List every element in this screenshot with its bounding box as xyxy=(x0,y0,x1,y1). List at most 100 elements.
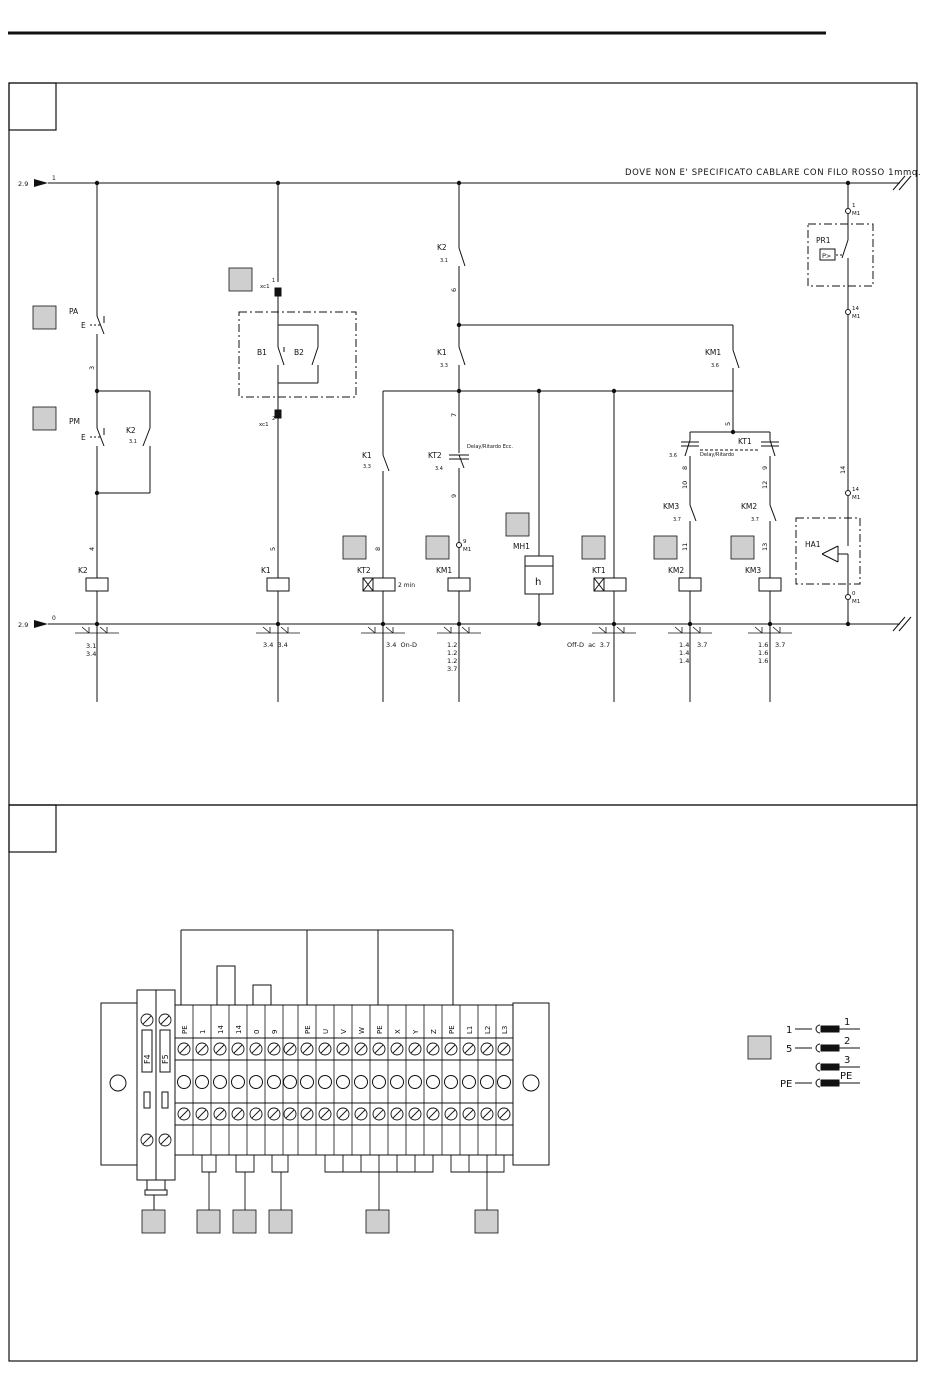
svg-text:U: U xyxy=(322,1029,330,1034)
label-pressure: P> xyxy=(822,252,831,260)
label-k2-km1: K2 xyxy=(437,243,447,252)
label-k2-km1-ref: 3.1 xyxy=(440,258,448,264)
svg-text:9: 9 xyxy=(271,1030,279,1034)
label-m1c: M1 xyxy=(852,495,860,501)
marker-box xyxy=(365,1209,390,1234)
marker-box xyxy=(581,535,606,560)
svg-text:Z: Z xyxy=(430,1029,438,1034)
fuse-f5: F5 xyxy=(161,1054,170,1064)
fuse-f4: F4 xyxy=(143,1054,152,1064)
label-m1d: M1 xyxy=(852,599,860,605)
wire-5: 5 xyxy=(269,547,277,551)
label-t1: 1 xyxy=(852,203,856,209)
label-kt2-contact: KT2 xyxy=(428,451,442,460)
marker-box xyxy=(653,535,678,560)
contact-refs-k1: 3.4 3.4 xyxy=(263,641,288,649)
schematic-frame xyxy=(8,82,918,806)
label-kt1-contact: KT1 xyxy=(738,437,752,446)
label-k1-km1-ref: 3.3 xyxy=(440,363,448,369)
terminal-frame xyxy=(8,804,918,1362)
marker-box xyxy=(32,305,57,330)
label-pa: PA xyxy=(69,307,79,316)
label-k2-contact-ref: 3.1 xyxy=(129,439,137,445)
svg-text:2: 2 xyxy=(844,1036,850,1047)
branch-k2 xyxy=(85,183,151,702)
branch-km1 xyxy=(447,183,733,702)
label-ha1: HA1 xyxy=(805,540,821,549)
wire-14: 14 xyxy=(839,466,847,474)
bus-bottom-wire: 0 xyxy=(52,615,56,622)
terminal-wire-holes xyxy=(177,1075,511,1089)
svg-text:PE: PE xyxy=(840,1071,852,1082)
svg-text:L1: L1 xyxy=(466,1026,474,1034)
svg-text:L2: L2 xyxy=(484,1026,492,1034)
bus-bottom-ref: 2.9 xyxy=(18,621,28,629)
svg-text:14: 14 xyxy=(217,1025,225,1034)
label-xc1-1: xc1 xyxy=(260,284,270,290)
svg-text:PE: PE xyxy=(780,1079,792,1090)
coil-k1-label: K1 xyxy=(261,566,271,575)
marker-box xyxy=(474,1209,499,1234)
svg-text:1.2: 1.2 xyxy=(447,641,457,649)
bus-arrow-bottom xyxy=(34,620,48,628)
marker-box xyxy=(747,1035,772,1060)
branch-ha1 xyxy=(795,183,874,624)
bus-contact-symbols xyxy=(75,626,792,634)
label-pm-e: E xyxy=(81,433,86,442)
label-km3-contact: KM3 xyxy=(663,502,679,511)
label-km1-contact-ref: 3.6 xyxy=(711,363,719,369)
svg-text:PE: PE xyxy=(448,1025,456,1034)
label-b1: B1 xyxy=(257,348,267,357)
contact-refs-km1: 1.2 1.2 1.2 3.7 xyxy=(447,641,457,673)
branch-kt1 xyxy=(593,391,627,702)
wire-5-km: 5 xyxy=(724,422,732,426)
svg-text:1: 1 xyxy=(199,1030,207,1034)
svg-text:3.4: 3.4 xyxy=(86,650,96,658)
label-b2: B2 xyxy=(294,348,304,357)
svg-text:1.4: 1.4 xyxy=(679,657,689,665)
svg-text:3.7: 3.7 xyxy=(447,665,457,673)
branch-kt2 xyxy=(362,390,459,702)
terminal-m1-1 xyxy=(845,208,851,214)
contact-refs-km3: 1.6 1.6 1.6 3.7 xyxy=(758,641,785,665)
marker-box xyxy=(505,512,530,537)
wire-13: 13 xyxy=(761,543,769,551)
terminal-m1-0 xyxy=(845,594,851,600)
wire-9: 9 xyxy=(450,494,458,498)
svg-text:1.6: 1.6 xyxy=(758,657,768,665)
svg-text:1.6: 1.6 xyxy=(758,641,768,649)
svg-text:5: 5 xyxy=(786,1044,792,1055)
label-km2-contact: KM2 xyxy=(741,502,757,511)
label-delay-ecc: Delay/Ritardo Ecc. xyxy=(467,444,513,450)
schematic-tab xyxy=(8,82,57,131)
connector-left-labels: 1 5 PE xyxy=(780,1025,792,1090)
marker-box xyxy=(228,267,253,292)
label-t14a: 14 xyxy=(852,306,859,312)
connector-right-labels: 1 2 3 PE xyxy=(840,1017,852,1082)
top-bus xyxy=(48,175,912,191)
label-k1-kt2: K1 xyxy=(362,451,372,460)
svg-text:PE: PE xyxy=(181,1025,189,1034)
wiring-note: DOVE NON E' SPECIFICATO CABLARE CON FILO… xyxy=(625,168,921,178)
marker-box xyxy=(141,1209,166,1234)
label-kt2-contact-ref: 3.4 xyxy=(435,466,443,472)
svg-text:PE: PE xyxy=(376,1025,384,1034)
terminal-leadouts xyxy=(201,1155,505,1210)
connector-pins xyxy=(795,1024,860,1088)
svg-text:1.2: 1.2 xyxy=(447,649,457,657)
svg-text:14: 14 xyxy=(235,1025,243,1034)
wire-8-km: 8 xyxy=(681,466,689,470)
svg-text:0: 0 xyxy=(253,1030,261,1034)
contact-refs-kt2: 3.4 On-D xyxy=(386,641,417,649)
label-pm: PM xyxy=(69,417,80,426)
terminal-m1-9 xyxy=(456,542,462,548)
label-pr1: PR1 xyxy=(816,236,831,245)
svg-text:L3: L3 xyxy=(501,1026,509,1034)
terminal-screw-slots xyxy=(142,1015,509,1145)
wire-3: 3 xyxy=(88,366,96,370)
svg-text:1.6: 1.6 xyxy=(758,649,768,657)
svg-text:1: 1 xyxy=(786,1025,792,1036)
svg-text:1.4: 1.4 xyxy=(679,641,689,649)
bottom-bus xyxy=(48,616,912,632)
label-t0: 0 xyxy=(852,591,856,597)
